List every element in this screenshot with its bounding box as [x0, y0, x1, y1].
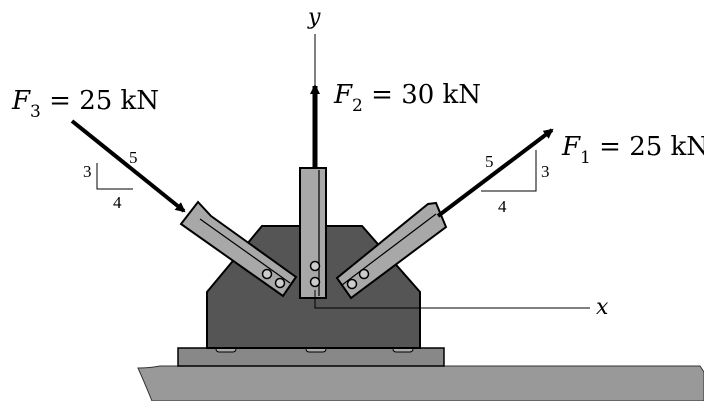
svg-text:5: 5 [485, 152, 494, 171]
x-axis-label: x [596, 295, 609, 320]
force-f3-label: F3 = 25 kN [11, 86, 159, 122]
svg-text:3: 3 [83, 162, 92, 181]
svg-text:5: 5 [129, 148, 138, 167]
ground [137, 365, 704, 401]
slope-triangle-f3: 3 4 5 [83, 148, 138, 212]
slope-triangle-f1: 5 3 4 [481, 150, 550, 216]
x-axis [314, 290, 590, 309]
member-center [299, 167, 327, 299]
y-axis-label: y [307, 5, 321, 30]
force-f3-arrow [70, 119, 186, 213]
force-f1-arrow [436, 128, 554, 218]
member-left [179, 200, 298, 298]
svg-text:4: 4 [113, 193, 122, 212]
force-f2-label: F2 = 30 kN [333, 80, 481, 116]
svg-text:4: 4 [498, 197, 507, 216]
force-f1-label: F1 = 25 kN [561, 132, 704, 168]
svg-text:3: 3 [541, 162, 550, 181]
